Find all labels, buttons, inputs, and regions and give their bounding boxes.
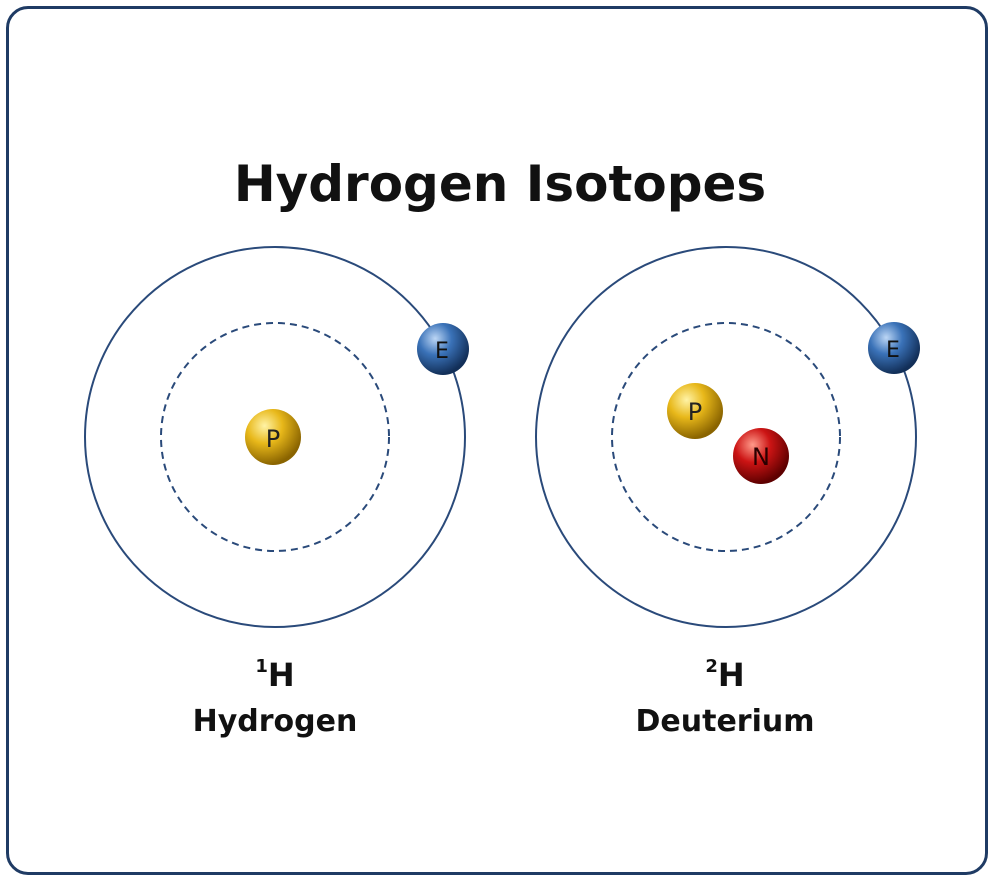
electron-label: E — [886, 338, 900, 363]
hydrogen-caption: 1H Hydrogen — [175, 648, 375, 742]
element-symbol: H — [717, 656, 745, 694]
electron-particle: E — [868, 322, 920, 374]
isotope-symbol: 1H — [175, 648, 375, 694]
isotope-symbol: 2H — [605, 648, 845, 694]
proton-particle: P — [667, 383, 723, 439]
hydrogen-atom: P E — [84, 246, 469, 628]
page-title: Hydrogen Isotopes — [233, 155, 767, 213]
neutron-particle: N — [733, 428, 789, 484]
proton-particle: P — [245, 409, 301, 465]
mass-number: 1 — [255, 656, 268, 677]
electron-particle: E — [417, 323, 469, 375]
element-symbol: H — [267, 656, 295, 694]
proton-label: P — [266, 425, 280, 453]
neutron-label: N — [752, 443, 770, 471]
electron-label: E — [435, 339, 449, 364]
inner-orbit — [160, 322, 390, 552]
mass-number: 2 — [705, 656, 718, 677]
isotope-name: Hydrogen — [192, 704, 358, 739]
proton-label: P — [688, 398, 702, 426]
isotope-name: Deuterium — [635, 704, 815, 739]
deuterium-caption: 2H Deuterium — [605, 648, 845, 742]
inner-orbit — [611, 322, 841, 552]
outer-orbit — [535, 246, 917, 628]
diagram-frame — [6, 6, 988, 875]
outer-orbit — [84, 246, 466, 628]
deuterium-atom: P N E — [535, 246, 920, 628]
